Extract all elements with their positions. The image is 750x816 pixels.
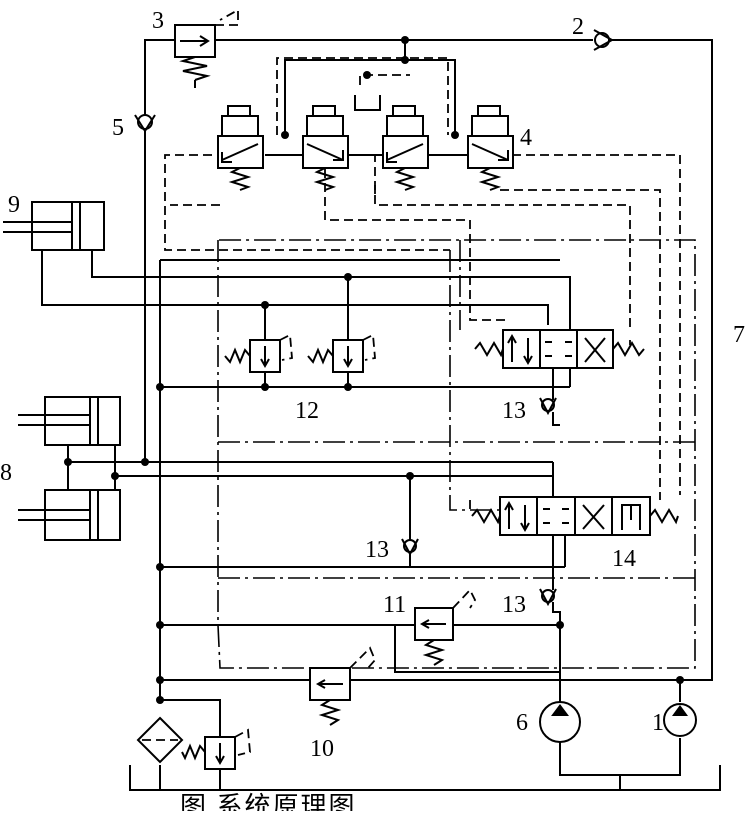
pump-lines: [129, 680, 721, 791]
component-labels: 1 2 3 4 5 6 7 8 9 10 11 12 13 13 13 14: [0, 8, 745, 762]
label-6: 6: [516, 710, 528, 736]
label-5: 5: [112, 115, 124, 141]
cylinder-8-lines: [67, 445, 554, 497]
pump-6: [539, 701, 581, 743]
check-valve-2: [593, 29, 615, 51]
label-9: 9: [8, 192, 20, 218]
label-4: 4: [520, 125, 532, 151]
cylinder-9: [3, 201, 105, 251]
directional-valve-upper: [474, 329, 645, 369]
pump-1: [663, 703, 697, 737]
label-1: 1: [652, 710, 664, 736]
label-13-lower: 13: [502, 592, 526, 618]
relief-valve-11: [414, 588, 477, 666]
label-12: 12: [295, 398, 319, 424]
relief-valve-12a: [224, 333, 293, 373]
label-8: 8: [0, 460, 12, 486]
solenoid-valve-4d: [467, 105, 514, 191]
label-13-middle: 13: [365, 537, 389, 563]
cylinder-9-lines: [41, 250, 571, 387]
cylinder-8-upper: [18, 396, 121, 446]
valve-connection-lines: [409, 368, 566, 700]
label-2: 2: [572, 14, 584, 40]
solenoid-valve-4c: [382, 105, 429, 191]
solenoid-valve-4a: [217, 105, 264, 191]
relief-valve-12b: [307, 333, 376, 373]
label-11: 11: [383, 592, 406, 618]
label-10: 10: [310, 736, 334, 762]
junction-dots: [64, 36, 684, 704]
check-valve-13-upper: [539, 397, 557, 416]
label-7: 7: [733, 322, 745, 348]
relief-valve-3: [174, 8, 239, 88]
filter: [136, 716, 184, 764]
label-13-upper: 13: [502, 398, 526, 424]
dash-dot-lines: [217, 239, 696, 669]
relief-valve-10: [309, 646, 377, 726]
figure-caption: 图 系统原理图: [180, 792, 357, 811]
directional-valve-14: [471, 496, 679, 536]
solenoid-valve-4b: [302, 105, 349, 191]
bypass-relief-valve: [181, 728, 251, 770]
check-valve-5: [134, 114, 156, 133]
label-14: 14: [612, 546, 636, 572]
label-3: 3: [152, 8, 164, 34]
check-valve-13-middle: [401, 538, 419, 557]
check-valve-13-lower: [539, 588, 557, 607]
cylinder-8-lower: [18, 489, 121, 541]
solenoid-valve-group-4: [217, 95, 514, 191]
return-lines: [159, 259, 680, 740]
